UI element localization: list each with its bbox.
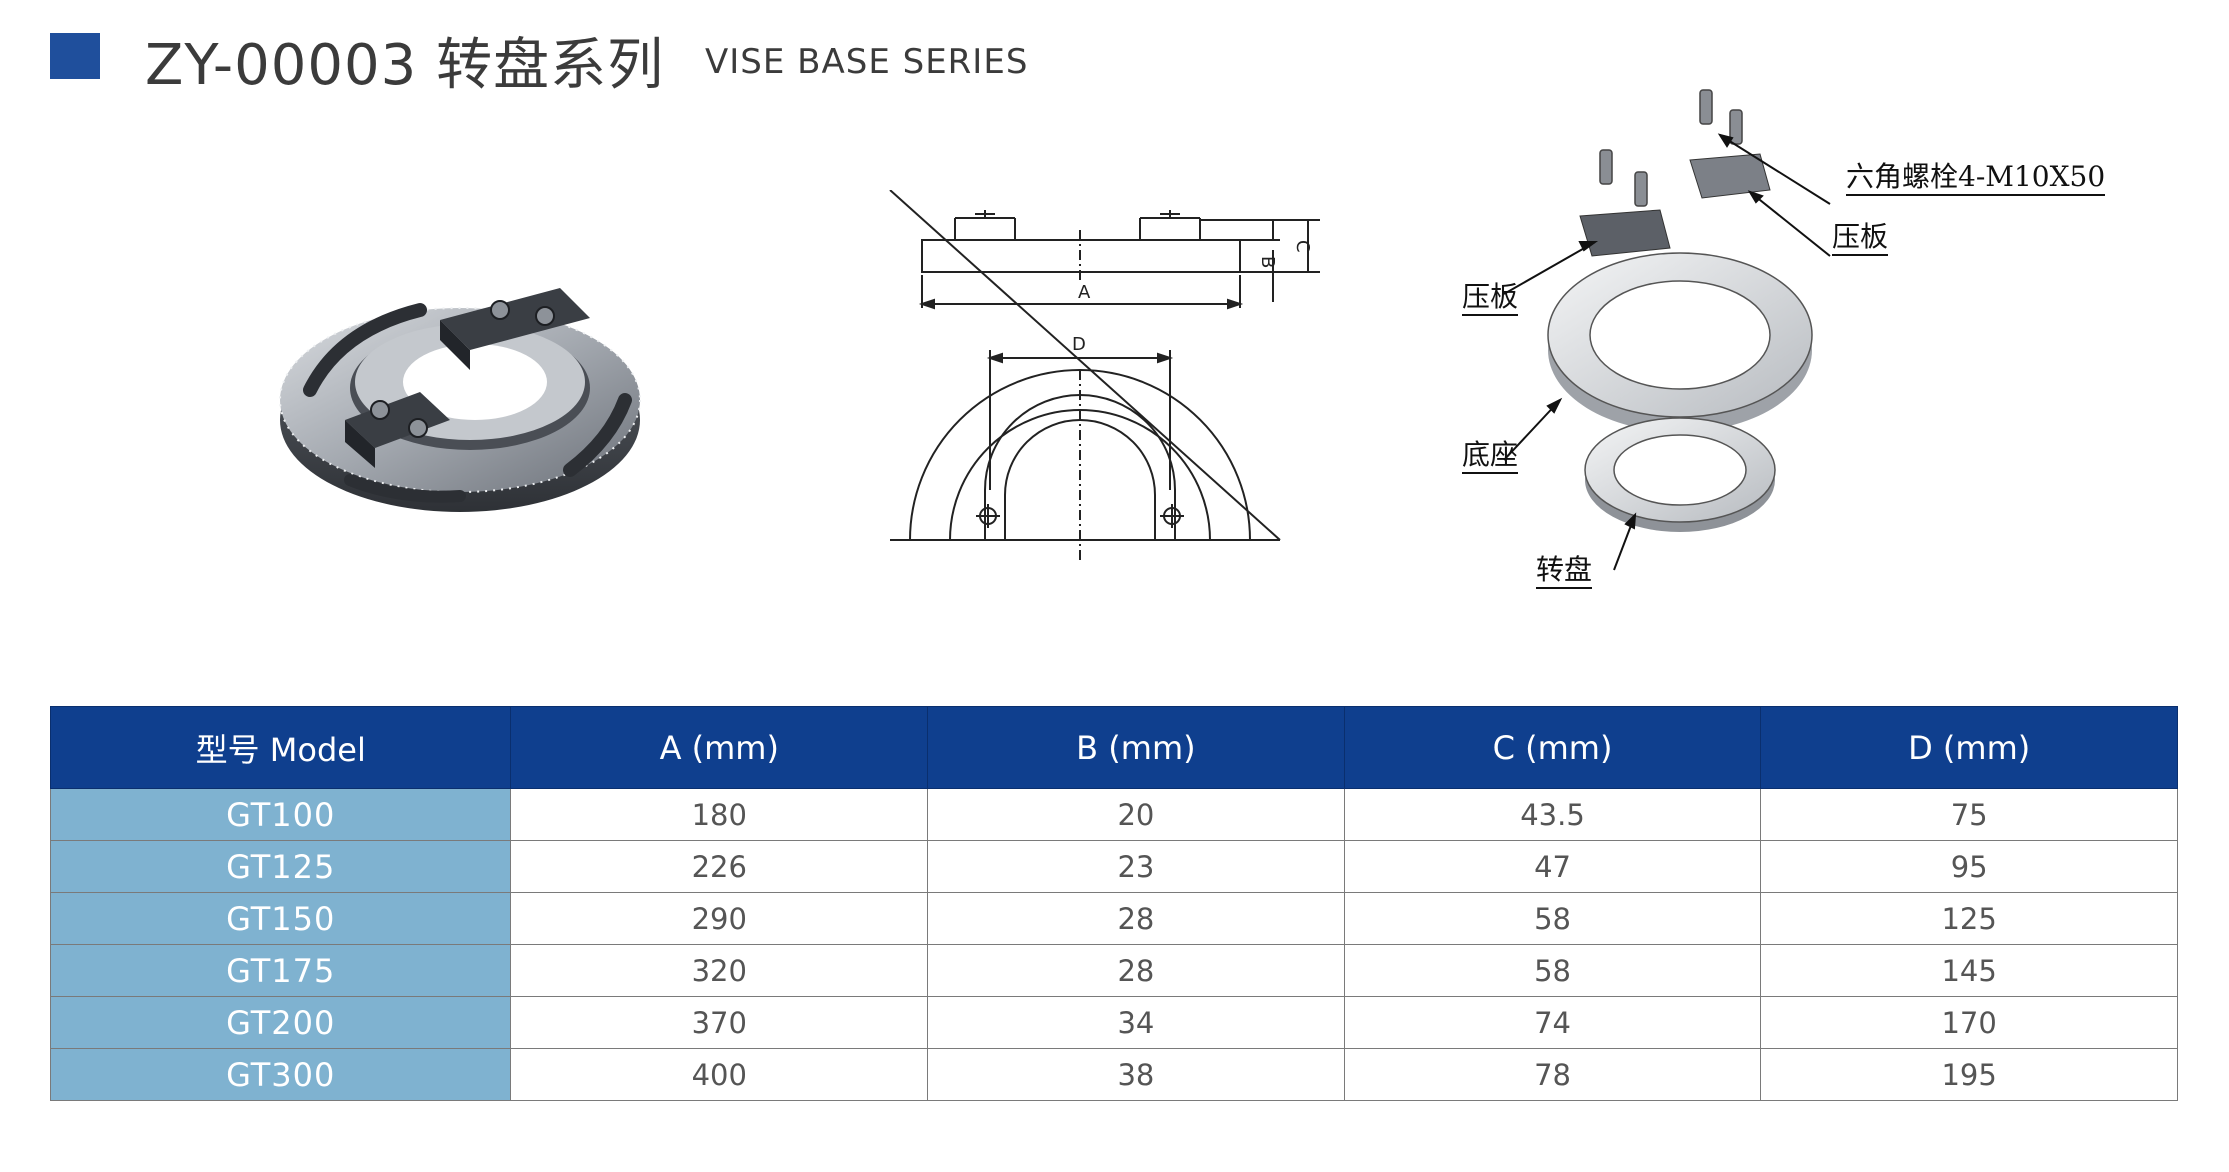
dimension-label-d: D xyxy=(1072,334,1086,355)
spec-table-header-row: 型号 Model A (mm) B (mm) C (mm) D (mm) xyxy=(49,706,2178,789)
callout-clamp-plate-left: 压板 xyxy=(1462,280,1519,316)
title-accent-square xyxy=(50,33,100,79)
cell-a: 290 xyxy=(510,892,929,945)
column-header-d: D (mm) xyxy=(1760,706,2178,789)
cell-b: 34 xyxy=(927,996,1345,1049)
cell-a: 180 xyxy=(510,788,929,841)
spec-table: 型号 Model A (mm) B (mm) C (mm) D (mm) GT1… xyxy=(49,706,2178,1101)
cell-c: 74 xyxy=(1343,996,1762,1049)
cell-d: 145 xyxy=(1760,944,2178,997)
cell-b: 20 xyxy=(927,788,1345,841)
cell-b: 28 xyxy=(927,892,1345,945)
callout-base: 底座 xyxy=(1462,438,1519,474)
page-subtitle: VISE BASE SERIES xyxy=(705,42,1029,82)
cell-b: 28 xyxy=(927,944,1345,997)
column-header-c: C (mm) xyxy=(1343,706,1762,789)
cell-c: 58 xyxy=(1343,944,1762,997)
cell-d: 170 xyxy=(1760,996,2178,1049)
table-row: GT150 290 28 58 125 xyxy=(49,892,2178,945)
cell-d: 95 xyxy=(1760,840,2178,893)
product-photo xyxy=(279,288,641,512)
callout-hex-bolt: 六角螺栓4-M10X50 xyxy=(1846,160,2106,196)
column-header-b: B (mm) xyxy=(927,706,1345,789)
cell-a: 226 xyxy=(510,840,929,893)
cell-a: 370 xyxy=(510,996,929,1049)
cell-c: 47 xyxy=(1343,840,1762,893)
cell-model: GT200 xyxy=(49,996,512,1049)
table-row: GT175 320 28 58 145 xyxy=(49,944,2178,997)
column-header-a: A (mm) xyxy=(510,706,929,789)
callout-turntable: 转盘 xyxy=(1536,553,1593,589)
cell-model: GT100 xyxy=(49,788,512,841)
table-row: GT300 400 38 78 195 xyxy=(49,1048,2178,1101)
dimension-label-b: B xyxy=(1257,256,1278,268)
cell-b: 38 xyxy=(927,1048,1345,1101)
cell-a: 320 xyxy=(510,944,929,997)
cell-model: GT150 xyxy=(49,892,512,945)
cell-c: 43.5 xyxy=(1343,788,1762,841)
dimension-drawing: A B C D xyxy=(889,190,1320,560)
page-title: ZY-00003 转盘系列 xyxy=(145,33,665,98)
dimension-label-c: C xyxy=(1292,240,1313,253)
cell-c: 78 xyxy=(1343,1048,1762,1101)
cell-c: 58 xyxy=(1343,892,1762,945)
cell-d: 195 xyxy=(1760,1048,2178,1101)
cell-a: 400 xyxy=(510,1048,929,1101)
cell-model: GT175 xyxy=(49,944,512,997)
column-header-model: 型号 Model xyxy=(49,706,512,789)
cell-model: GT125 xyxy=(49,840,512,893)
table-row: GT125 226 23 47 95 xyxy=(49,840,2178,893)
cell-d: 125 xyxy=(1760,892,2178,945)
cell-model: GT300 xyxy=(49,1048,512,1101)
table-row: GT200 370 34 74 170 xyxy=(49,996,2178,1049)
dimension-label-a: A xyxy=(1078,282,1091,303)
table-row: GT100 180 20 43.5 75 xyxy=(49,788,2178,841)
cell-b: 23 xyxy=(927,840,1345,893)
cell-d: 75 xyxy=(1760,788,2178,841)
exploded-view xyxy=(1503,89,1831,571)
callout-clamp-plate-right: 压板 xyxy=(1832,220,1889,256)
